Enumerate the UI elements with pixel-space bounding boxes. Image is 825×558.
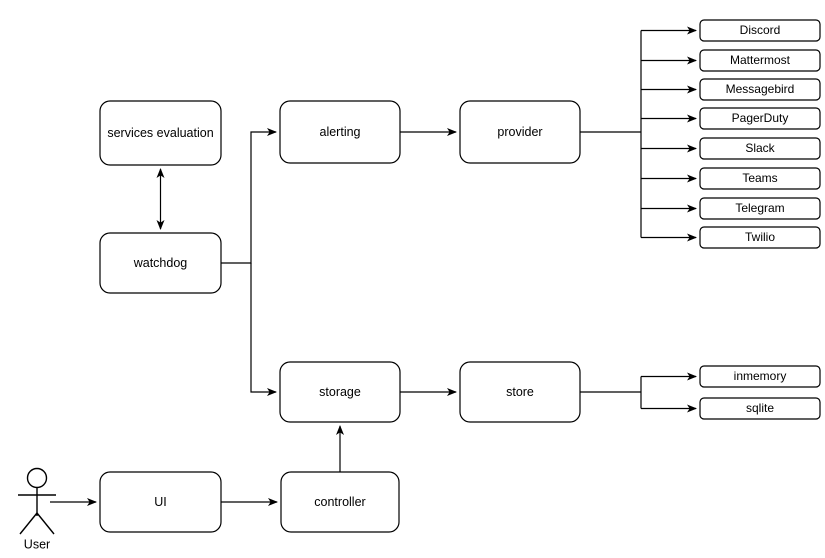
leaf-node-twilio[interactable]: Twilio (699, 226, 821, 249)
node-services-evaluation-box[interactable] (99, 100, 222, 166)
leaf-node-telegram-label: Telegram (735, 201, 784, 215)
leaf-node-twilio-box[interactable] (699, 226, 821, 249)
leaf-node-mattermost-box[interactable] (699, 49, 821, 72)
node-controller-box[interactable] (280, 471, 400, 533)
node-services-evaluation-label: services evaluation (107, 126, 213, 140)
leaf-node-discord[interactable]: Discord (699, 19, 821, 42)
node-ui-box[interactable] (99, 471, 222, 533)
node-watchdog-box[interactable] (99, 232, 222, 294)
leaf-node-pagerduty-box[interactable] (699, 107, 821, 130)
store-targets-group: inmemory sqlite (699, 365, 821, 420)
leaf-node-inmemory[interactable]: inmemory (699, 365, 821, 388)
leaf-node-slack[interactable]: Slack (699, 137, 821, 160)
node-provider[interactable]: provider (459, 100, 581, 164)
leaf-node-sqlite-label: sqlite (746, 401, 774, 415)
provider-targets-group: Discord Mattermost Messagebird PagerDuty… (699, 19, 821, 249)
edge-watchdog-to-storage (250, 263, 277, 396)
node-storage-box[interactable] (279, 361, 401, 423)
leaf-node-sqlite[interactable]: sqlite (699, 397, 821, 420)
node-controller-label: controller (314, 495, 365, 509)
node-services-evaluation[interactable]: services evaluation (99, 100, 222, 166)
leaf-node-pagerduty-label: PagerDuty (732, 111, 789, 125)
leaf-node-messagebird-label: Messagebird (726, 82, 795, 96)
node-provider-label: provider (497, 125, 542, 139)
node-alerting-box[interactable] (279, 100, 401, 164)
leaf-node-twilio-label: Twilio (745, 230, 775, 244)
actor-user-label: User (24, 537, 50, 551)
stick-figure-actor-icon (18, 467, 56, 535)
leaf-node-discord-box[interactable] (699, 19, 821, 42)
leaf-node-telegram[interactable]: Telegram (699, 197, 821, 220)
leaf-node-teams-label: Teams (742, 171, 777, 185)
node-storage[interactable]: storage (279, 361, 401, 423)
leaf-node-messagebird-box[interactable] (699, 78, 821, 101)
node-ui-label: UI (154, 495, 167, 509)
node-store-label: store (506, 385, 534, 399)
leaf-node-slack-label: Slack (745, 141, 775, 155)
leaf-node-inmemory-label: inmemory (734, 369, 787, 383)
actor-user[interactable]: User (18, 467, 56, 552)
node-watchdog[interactable]: watchdog (99, 232, 222, 294)
leaf-node-teams-box[interactable] (699, 167, 821, 190)
leaf-node-messagebird[interactable]: Messagebird (699, 78, 821, 101)
leaf-node-telegram-box[interactable] (699, 197, 821, 220)
leaf-node-discord-label: Discord (740, 23, 781, 37)
node-watchdog-label: watchdog (133, 256, 188, 270)
leaf-node-mattermost-label: Mattermost (730, 53, 791, 67)
leaf-node-sqlite-box[interactable] (699, 397, 821, 420)
node-storage-label: storage (319, 385, 361, 399)
leaf-node-inmemory-box[interactable] (699, 365, 821, 388)
node-store[interactable]: store (459, 361, 581, 423)
node-store-box[interactable] (459, 361, 581, 423)
edge-watchdog-to-alerting (221, 128, 277, 264)
leaf-node-slack-box[interactable] (699, 137, 821, 160)
node-controller[interactable]: controller (280, 471, 400, 533)
leaf-node-mattermost[interactable]: Mattermost (699, 49, 821, 72)
node-alerting-label: alerting (320, 125, 361, 139)
edge-layer (50, 26, 697, 506)
leaf-node-teams[interactable]: Teams (699, 167, 821, 190)
node-alerting[interactable]: alerting (279, 100, 401, 164)
leaf-node-pagerduty[interactable]: PagerDuty (699, 107, 821, 130)
node-provider-box[interactable] (459, 100, 581, 164)
node-ui[interactable]: UI (99, 471, 222, 533)
